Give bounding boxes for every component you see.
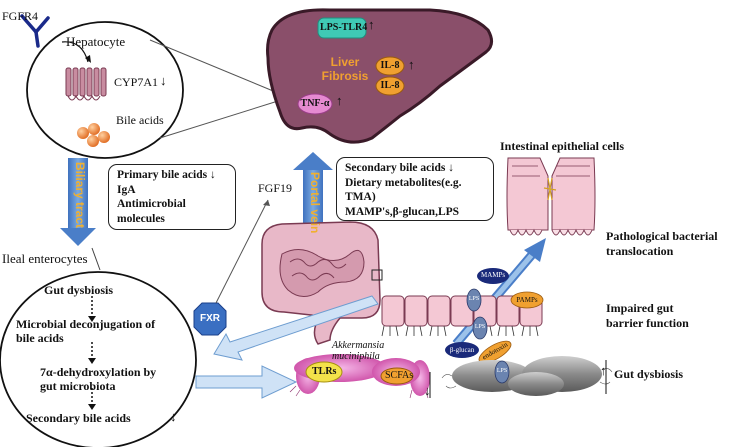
ileal-enterocytes-title: Ileal enterocytes bbox=[2, 251, 88, 266]
tnf-alpha-arrow: ↑ bbox=[336, 93, 343, 108]
biliary-tract-arrow bbox=[60, 158, 96, 246]
gut-dysbiosis-label: Gut dysbiosis bbox=[614, 367, 684, 381]
primary-line1-arrow: ↓ bbox=[209, 169, 216, 181]
bile-acids-label: Bile acids bbox=[116, 113, 164, 127]
translocation-arrow bbox=[452, 238, 546, 347]
primary-line3: Antimicrobial bbox=[117, 198, 186, 211]
ileal-step-secondary-bile-acids: Secondary bile acids bbox=[26, 411, 131, 425]
akkermansia-label-a: Akkermansia bbox=[332, 340, 385, 351]
fxr-label: FXR bbox=[200, 313, 220, 324]
translocation-label-a: Pathological bacterial bbox=[606, 229, 718, 243]
ileal-enterocytes-cell bbox=[0, 271, 197, 447]
il8-label-1: IL-8 bbox=[380, 60, 400, 71]
fgf19-label: FGF19 bbox=[258, 181, 293, 195]
hepatocyte-title: Hepatocyte bbox=[66, 34, 126, 49]
intestinal-epithelial-cells-label: Intestinal epithelial cells bbox=[500, 139, 624, 153]
ileal-step-dehydroxylation-b: gut microbiota bbox=[40, 379, 116, 393]
translocation-label-b: translocation bbox=[606, 244, 674, 258]
ileal-step-deconjugation-b: bile acids bbox=[16, 331, 64, 345]
bile-acid-icon bbox=[77, 123, 110, 147]
impaired-barrier-label-a: Impaired gut bbox=[606, 301, 674, 315]
lps-label-1: LPS bbox=[468, 296, 480, 302]
pamps-label: PAMPs bbox=[516, 296, 538, 304]
secondary-bile-acids-box: Secondary bile acids ↓ Dietary metabolit… bbox=[336, 157, 494, 221]
lps-tlr4-label: LPS-TLR4 bbox=[320, 22, 368, 33]
biliary-tract-label: Biliary tract bbox=[72, 162, 87, 229]
tnf-alpha-label: TNF-α bbox=[300, 98, 330, 109]
lps-label-2: LPS bbox=[474, 324, 486, 330]
fgfr4-receptor-icon bbox=[20, 14, 50, 48]
secondary-line3: TMA) bbox=[345, 191, 376, 204]
fxr-receptor-icon bbox=[193, 302, 227, 336]
ileal-step-gut-dysbiosis: Gut dysbiosis bbox=[44, 283, 114, 297]
lps-label-3: LPS bbox=[496, 368, 508, 374]
lps-tlr4-arrow: ↑ bbox=[368, 17, 375, 32]
beta-glucan-label: β-glucan bbox=[449, 346, 475, 354]
cyp7a1-arrow: ↓ bbox=[160, 73, 167, 88]
liver-fibrosis-line2: Fibrosis bbox=[321, 69, 369, 83]
gut-dysbiosis-arrow: ↑ bbox=[600, 363, 607, 378]
primary-bile-acids-box: Primary bile acids ↓ IgA Antimicrobial m… bbox=[108, 164, 236, 230]
scfas-arrow: ↓ bbox=[424, 383, 431, 398]
akkermansia-label-b: muciniphila bbox=[332, 351, 380, 362]
primary-line4: molecules bbox=[117, 213, 165, 226]
ileal-to-flora-arrow bbox=[195, 365, 298, 399]
bacteria-cluster-icon bbox=[441, 356, 613, 396]
primary-line2: IgA bbox=[117, 183, 136, 196]
primary-line1: Primary bile acids bbox=[117, 169, 208, 181]
ileal-step4-arrow: ↓ bbox=[170, 409, 177, 424]
liver-fibrosis-line1: Liver bbox=[330, 55, 360, 69]
transmembrane-protein-icon bbox=[65, 67, 107, 101]
ileal-step-deconjugation-a: Microbial deconjugation of bbox=[16, 317, 156, 331]
intestinal-epithelial-cells-icon bbox=[506, 157, 596, 236]
mamps-label: MAMPs bbox=[481, 271, 506, 279]
tlrs-label: TLRs bbox=[312, 366, 337, 377]
impaired-barrier-label-b: barrier function bbox=[606, 316, 689, 330]
secondary-line1-arrow: ↓ bbox=[448, 162, 454, 174]
intestine-to-fxr-arrow bbox=[213, 295, 379, 361]
il8-label-2: IL-8 bbox=[380, 80, 400, 91]
secondary-line4: MAMP's,β-glucan,LPS bbox=[345, 206, 460, 219]
scfas-label: SCFAs bbox=[385, 370, 414, 381]
liver-organ bbox=[266, 8, 493, 144]
secondary-line1: Secondary bile acids bbox=[345, 162, 446, 174]
portal-vein-arrow bbox=[293, 152, 333, 238]
cyp7a1-label: CYP7A1 bbox=[114, 75, 159, 89]
fgfr4-label: FGFR4 bbox=[2, 9, 39, 23]
gut-flora-cluster bbox=[289, 354, 430, 399]
il8-arrow: ↑ bbox=[408, 57, 415, 72]
ileal-step-dehydroxylation-a: 7α-dehydroxylation by bbox=[40, 365, 157, 379]
portal-vein-label: Portal vein bbox=[307, 172, 322, 234]
secondary-line2: Dietary metabolites(e.g. bbox=[345, 176, 462, 189]
